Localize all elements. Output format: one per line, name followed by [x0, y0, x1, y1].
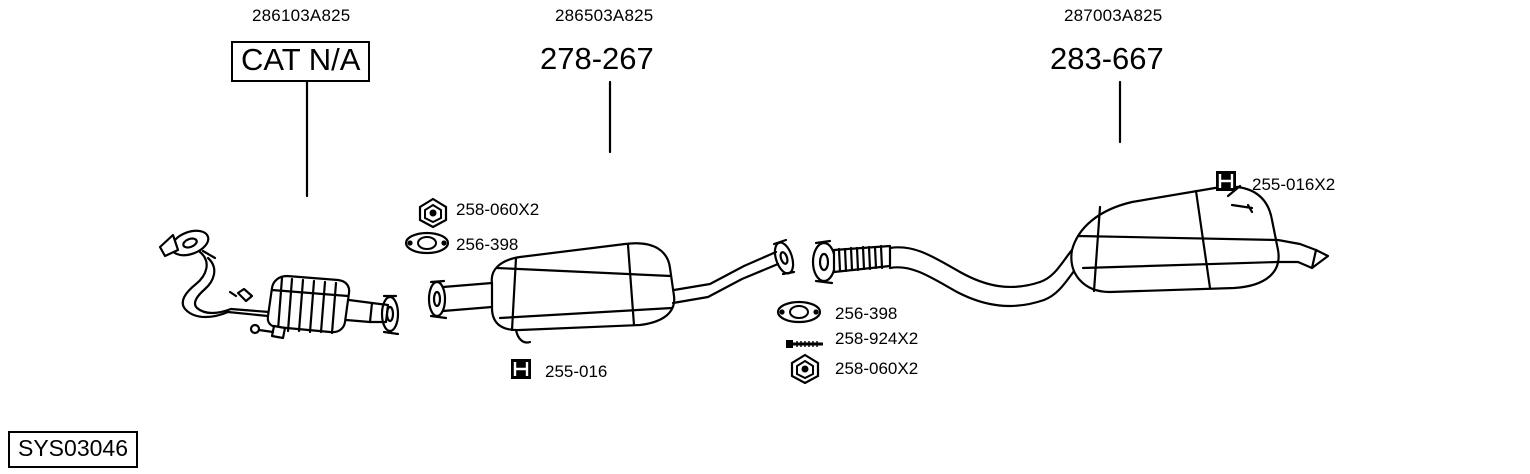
bolt-icon	[786, 340, 823, 348]
callout-label-255-016X2: 255-016X2	[1252, 175, 1336, 194]
part-value-cat: CAT N/A	[231, 41, 371, 82]
callout-label-258-060X2-front: 258-060X2	[456, 200, 540, 219]
callout-label-256-398-front: 256-398	[456, 235, 519, 254]
part-code-rear: 287003A825	[1064, 6, 1163, 25]
clamp-icon	[511, 359, 531, 379]
part-code-cat: 286103A825	[252, 6, 351, 25]
callout-label-258-924X2: 258-924X2	[835, 329, 919, 348]
callout-label-256-398-rear: 256-398	[835, 304, 898, 323]
part-value-center: 278-267	[540, 41, 654, 76]
callout-label-255-016: 255-016	[545, 362, 608, 381]
part-code-center: 286503A825	[555, 6, 654, 25]
system-id-box: SYS03046	[8, 431, 138, 468]
hex-nut-icon	[418, 197, 448, 228]
oval-gasket-icon-rear	[776, 300, 822, 324]
oval-gasket-icon	[404, 231, 450, 255]
clamp-icon-rear	[1216, 171, 1236, 191]
part-value-rear: 283-667	[1050, 41, 1164, 76]
callout-label-258-060X2-rear: 258-060X2	[835, 359, 919, 378]
hex-nut-icon-rear	[790, 353, 820, 384]
